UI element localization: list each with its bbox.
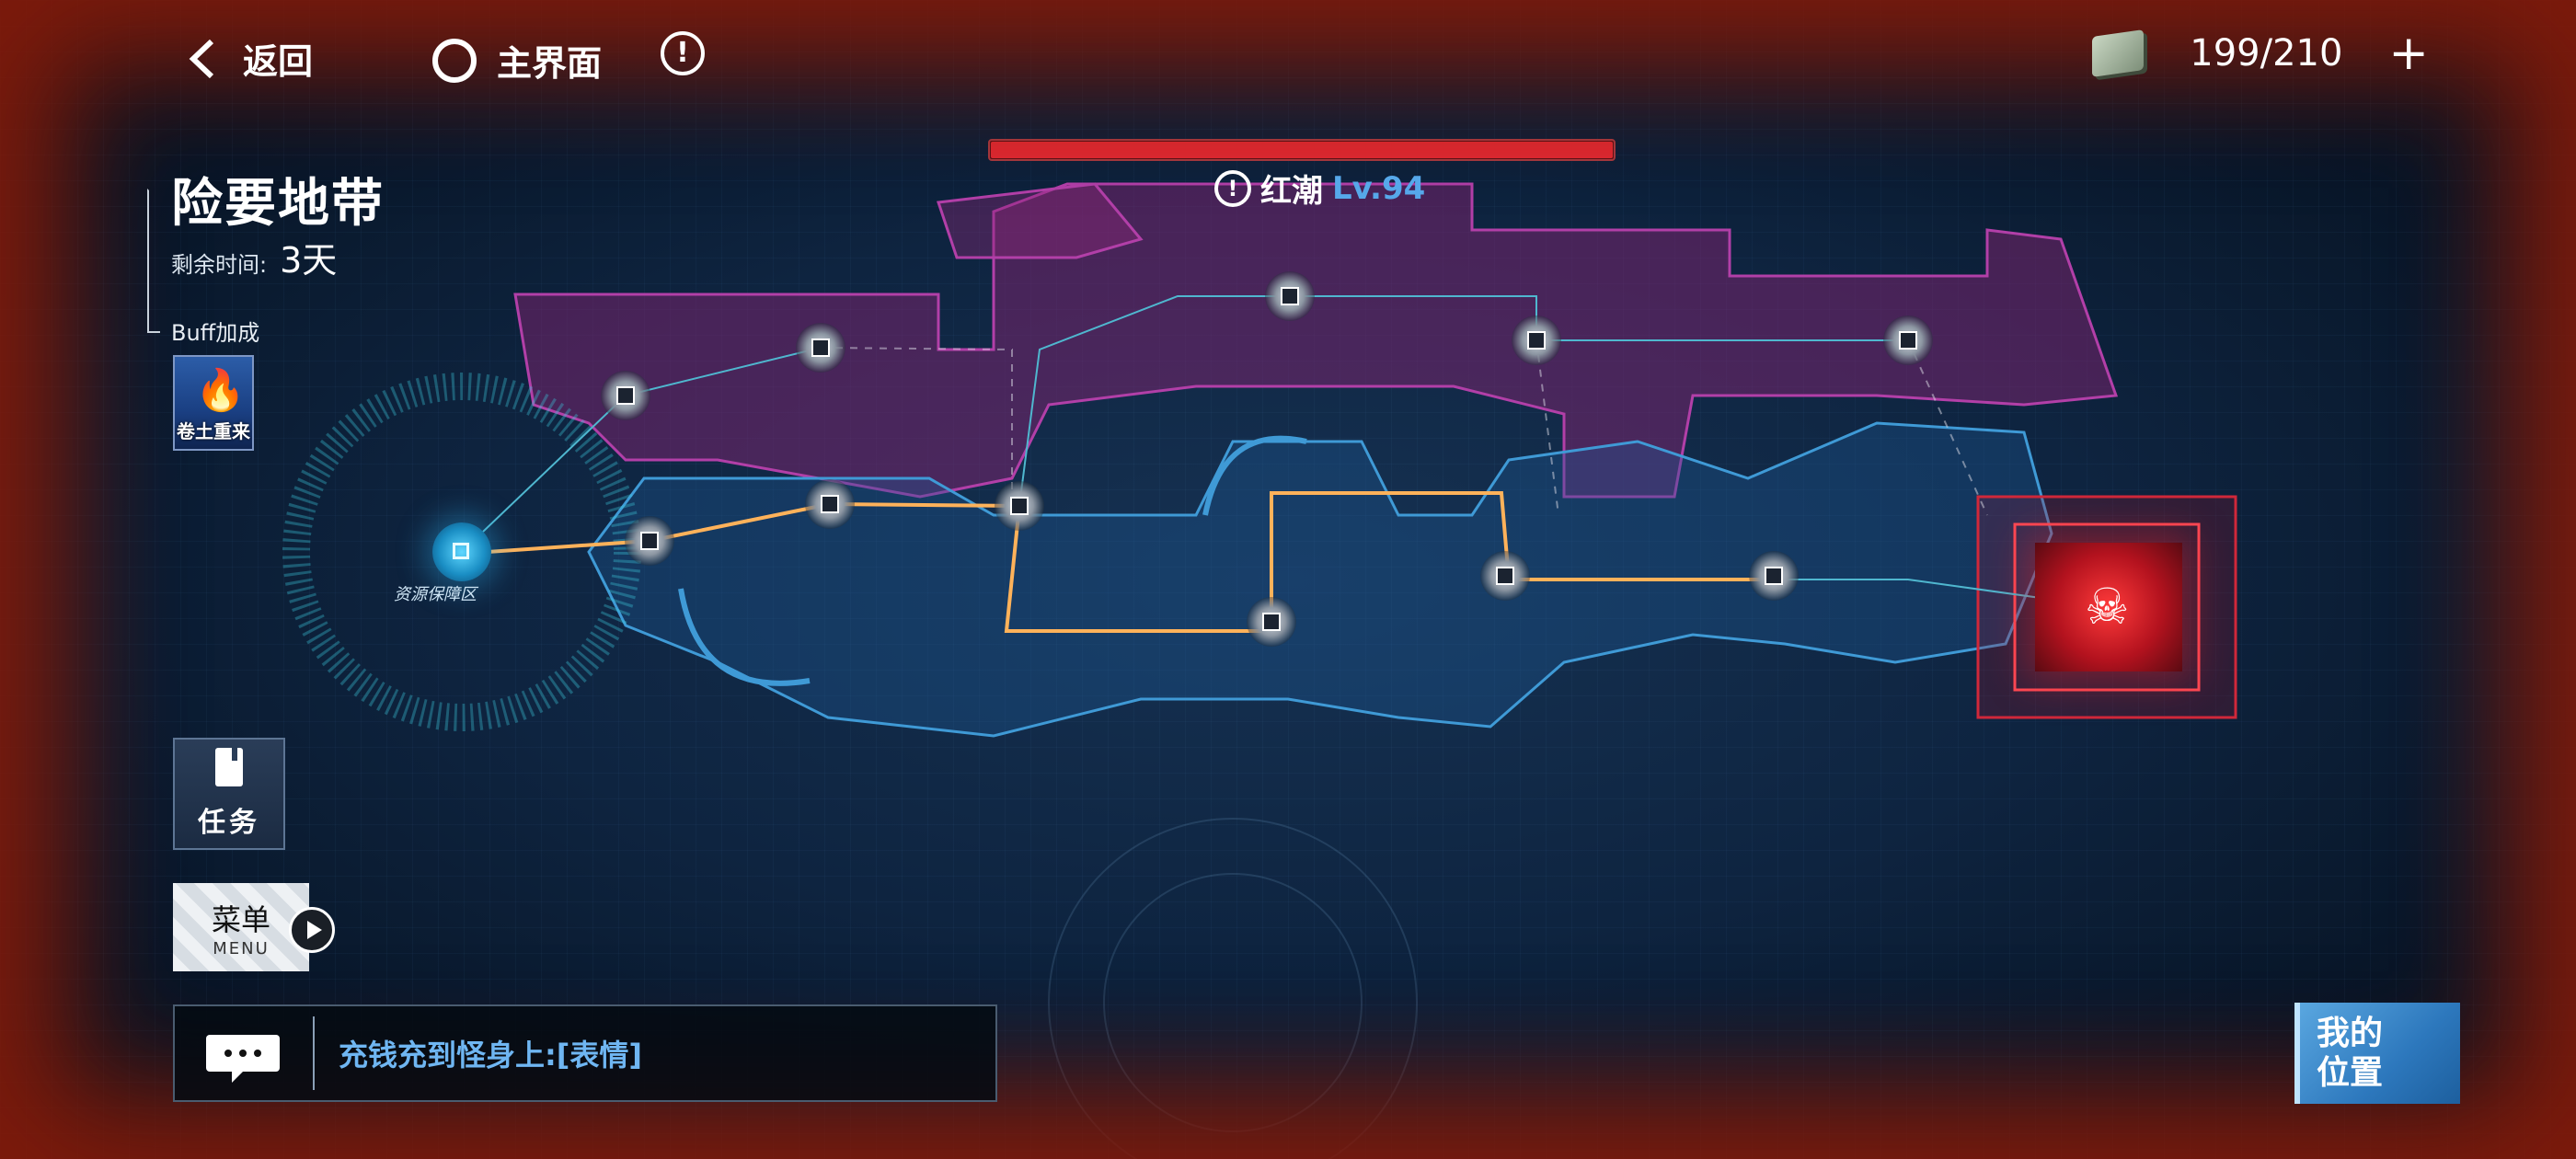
home-button[interactable]: 主界面 [432, 35, 602, 86]
lower-zone [587, 421, 2053, 738]
map-node[interactable] [805, 479, 855, 529]
dashed-connections [820, 339, 1988, 516]
position-line1: 我的 [2317, 1014, 2384, 1052]
boss-title: ! 红潮 Lv.94 [1214, 166, 1425, 211]
time-label: 剩余时间: [171, 252, 268, 278]
chevron-left-icon [180, 38, 223, 80]
menu-sublabel: MENU [213, 938, 270, 958]
alert-icon: ! [661, 31, 705, 75]
map-node[interactable] [796, 323, 845, 373]
boss-health-bar [988, 139, 1616, 161]
map-node[interactable] [1247, 597, 1296, 647]
buff-name: 卷土重来 [177, 420, 250, 442]
home-circle-icon [432, 38, 477, 83]
task-button[interactable]: 任务 [173, 738, 285, 850]
map-node[interactable] [601, 371, 650, 420]
buff-card[interactable]: 🔥 卷土重来 [173, 355, 254, 451]
document-icon [215, 748, 243, 786]
info-button[interactable]: ! [661, 31, 705, 75]
buff-label: Buff加成 [171, 320, 260, 346]
position-line2: 位置 [2317, 1054, 2384, 1092]
skull-icon: ☠ [2085, 578, 2130, 636]
home-label: 主界面 [497, 43, 603, 84]
boss-node[interactable] [2035, 543, 2182, 671]
resource-base-node[interactable] [432, 522, 491, 581]
map-node[interactable] [625, 516, 674, 566]
map-node[interactable] [1480, 551, 1530, 601]
resource-base-label: 资源保障区 [394, 585, 477, 604]
back-button[interactable]: 返回 [180, 33, 313, 84]
boss-alert-icon: ! [1214, 169, 1251, 207]
map-node[interactable] [1512, 316, 1561, 365]
flame-icon: 🔥 [195, 367, 246, 414]
chat-bubble-icon [206, 1035, 280, 1083]
play-arrow-icon[interactable] [289, 907, 335, 953]
resource-counter: 199/210 + [2092, 29, 2429, 77]
map-node[interactable] [995, 481, 1044, 531]
boss-health-fill [991, 142, 1613, 158]
back-label: 返回 [243, 41, 314, 82]
boss-level: Lv.94 [1332, 169, 1426, 207]
map-node[interactable] [1883, 316, 1933, 365]
zone-title: 险要地带 [171, 174, 385, 234]
chat-separator [313, 1016, 315, 1090]
my-position-button[interactable]: 我的 位置 [2294, 1003, 2460, 1104]
resource-value: 199/210 [2190, 32, 2343, 75]
menu-label: 菜单 [211, 901, 270, 937]
map-node[interactable] [1749, 551, 1799, 601]
radar [1048, 818, 1418, 1159]
cash-icon [2092, 29, 2145, 77]
map-node[interactable] [1265, 271, 1315, 321]
chat-bar[interactable]: 充钱充到怪身上:[表情] [173, 1004, 997, 1102]
time-remaining: 剩余时间: 3天 [171, 232, 337, 282]
route-path [487, 491, 1774, 633]
boss-name: 红潮 [1260, 173, 1323, 210]
menu-button[interactable]: 菜单 MENU [173, 883, 309, 971]
zone-bracket [147, 189, 162, 333]
chat-message: 充钱充到怪身上:[表情] [339, 1038, 643, 1073]
task-label: 任务 [198, 807, 260, 839]
add-resource-button[interactable]: + [2388, 26, 2429, 81]
upper-zone [513, 182, 2119, 499]
time-value: 3天 [280, 240, 338, 281]
